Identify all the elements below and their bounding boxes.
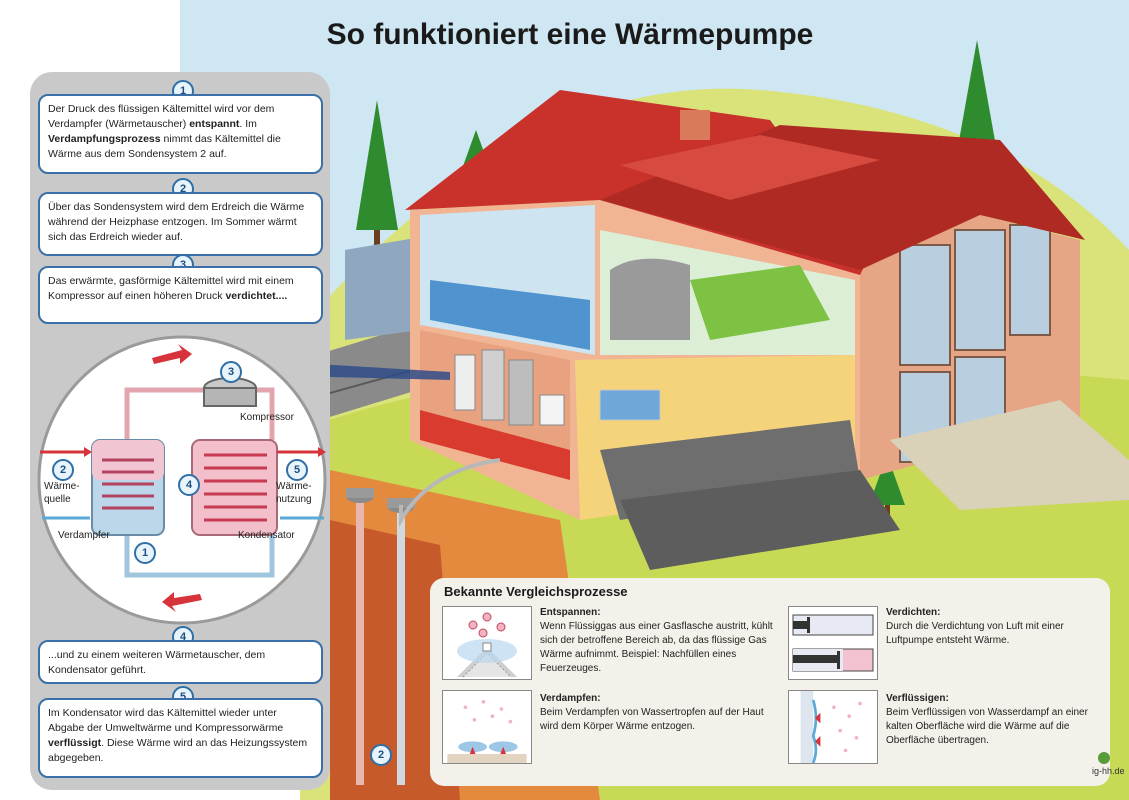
entspannen-text: Entspannen: Wenn Flüssiggas aus einer Ga… [540, 606, 775, 676]
page-title: So funktioniert eine Wärmepumpe [326, 18, 814, 51]
circuit-badge-3: 3 [220, 361, 242, 383]
logo: ig-hh.de [1092, 766, 1125, 776]
kompressor-label: Kompressor [240, 412, 294, 423]
terrace [890, 400, 1129, 510]
logo-icon [1098, 752, 1110, 764]
tree-icon [869, 455, 905, 515]
verdampfer-label: Verdampfer [58, 530, 110, 541]
verdampfen-illustration [442, 690, 532, 764]
step-1-text: Der Druck des flüssigen Kältemittel wird… [38, 94, 323, 174]
verfluessigen-body: Beim Verflüssigen von Wasserdampf an ein… [886, 707, 1088, 746]
flow-arrow-icon [162, 592, 202, 612]
step-1-part-0: Der Druck des flüssigen Kältemittel wird… [48, 103, 275, 130]
tree-icon [356, 100, 398, 250]
step-1-part-3: Verdampfungsprozess [48, 133, 161, 145]
step-1-part-4: nimmt das Kältemittel die Wärme aus dem … [48, 133, 281, 160]
ground-probe [356, 500, 364, 785]
circuit-badge-1: 1 [134, 542, 156, 564]
entspannen-body: Wenn Flüssiggas aus einer Gasflasche aus… [540, 621, 773, 674]
comparison-panel [430, 578, 1110, 786]
step-4-part-0: ...und zu einem weiteren Wärmetauscher, … [48, 649, 266, 676]
step-4-text: ...und zu einem weiteren Wärmetauscher, … [38, 640, 323, 684]
entspannen-heading: Entspannen: [540, 607, 601, 618]
step-2-text: Über das Sondensystem wird dem Erdreich … [38, 192, 323, 256]
flow-arrow-icon [152, 344, 192, 364]
step-5-part-2: . Diese Wärme wird an das Heizungssystem… [48, 737, 308, 764]
waermequelle-label: Wärme- quelle [44, 481, 80, 505]
kondensator-label: Kondensator [238, 530, 295, 541]
verdichten-body: Durch die Verdichtung von Luft mit einer… [886, 621, 1064, 646]
verdampfen-body: Beim Verdampfen von Wassertropfen auf de… [540, 707, 764, 732]
step-1-part-1: entspannt [189, 118, 240, 130]
comparison-title: Bekannte Vergleichsprozesse [444, 584, 628, 599]
verdampfen-heading: Verdampfen: [540, 693, 601, 704]
probe-badge: 2 [370, 744, 392, 766]
step-3-part-1: verdichtet.... [225, 290, 288, 302]
circuit-badge-4: 4 [178, 474, 200, 496]
verfluessigen-text: Verflüssigen: Beim Verflüssigen von Wass… [886, 692, 1106, 748]
verdichten-text: Verdichten: Durch die Verdichtung von Lu… [886, 606, 1106, 648]
verdichten-illustration [788, 606, 878, 680]
waermenutzung-label: Wärme- nutzung [276, 481, 312, 505]
step-5-part-1: verflüssigt [48, 737, 102, 749]
circuit-badge-5: 5 [286, 459, 308, 481]
ground-probe [397, 510, 405, 785]
step-2-part-0: Über das Sondensystem wird dem Erdreich … [48, 201, 305, 243]
verfluessigen-heading: Verflüssigen: [886, 693, 949, 704]
verfluessigen-illustration [788, 690, 878, 764]
step-3-text: Das erwärmte, gasförmige Kältemittel wir… [38, 266, 323, 324]
circuit-badge-2: 2 [52, 459, 74, 481]
step-1-part-2: . Im [239, 118, 257, 130]
step-5-text: Im Kondensator wird das Kältemittel wied… [38, 698, 323, 778]
verdampfen-text: Verdampfen: Beim Verdampfen von Wassertr… [540, 692, 775, 734]
entspannen-illustration [442, 606, 532, 680]
step-3-part-0: Das erwärmte, gasförmige Kältemittel wir… [48, 275, 294, 302]
step-5-part-0: Im Kondensator wird das Kältemittel wied… [48, 707, 284, 734]
verdichten-heading: Verdichten: [886, 607, 941, 618]
